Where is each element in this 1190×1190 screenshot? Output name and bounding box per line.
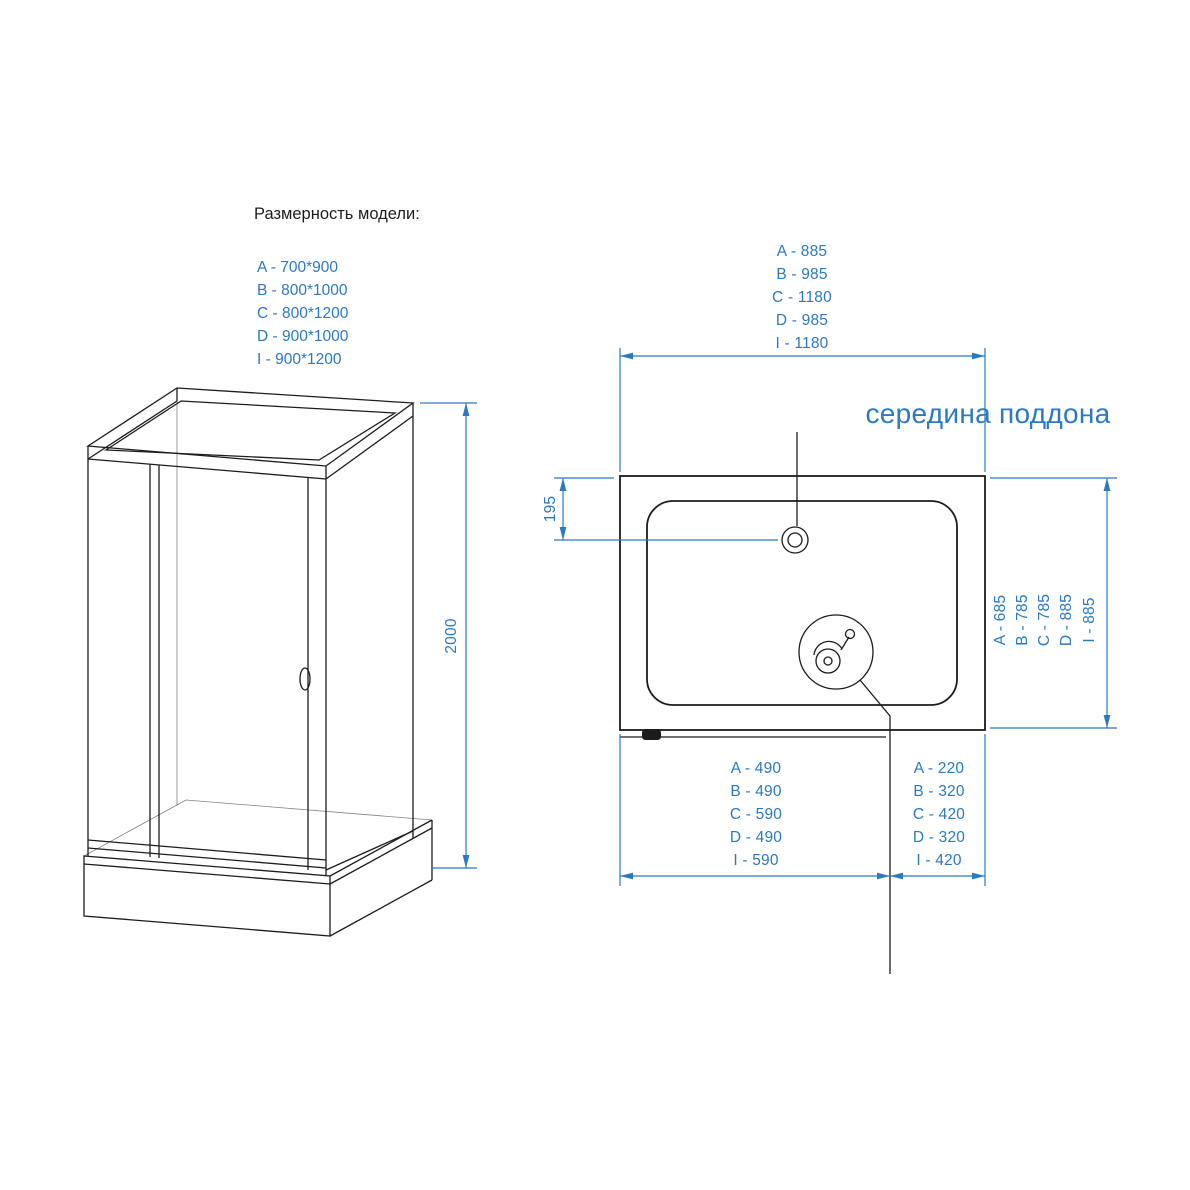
arrow-down-icon [559,527,567,540]
caster-fork-icon [813,640,843,656]
legend-item: I - 900*1200 [257,351,342,368]
drain-leader-line [859,679,891,974]
cabin-3d-view [83,387,433,937]
arrow-right-icon [972,352,985,360]
base-lip-line [83,827,433,885]
cabin-top-frame-inner [103,400,398,461]
tray-outer-rect [619,475,986,731]
caster-hub-icon [823,656,833,666]
shower-tray-base [83,799,433,937]
arrow-up-icon [559,478,567,491]
drain-caster-icon [798,614,874,690]
arrow-left-icon [620,872,633,880]
arrow-right-icon [877,872,890,880]
arrow-up-icon [1103,478,1111,491]
arrow-down-icon [462,855,470,868]
center-circle-inner [787,532,803,548]
top-width-dimension [619,348,986,472]
drain-offset-dimension [554,477,778,541]
legend-item: D - 900*1000 [257,328,349,345]
door-handle [299,667,311,691]
arrow-left-icon [620,352,633,360]
drain-circle [798,614,874,690]
depth-dimension [990,477,1117,729]
base-back-edges [83,799,433,857]
base-right-face [329,819,433,937]
depth-dimension-lines [990,477,1117,729]
tray-top-view [619,432,986,974]
drain-offset-dimension-lines [554,477,778,541]
cabin-vertical-edges [87,416,414,876]
cabin-bottom-track [87,830,414,871]
bottom-dimension-lines [619,734,986,886]
caster-stem-icon [840,636,850,651]
top-width-dimension-lines [619,348,986,472]
tray-center-callout-text: середина поддона [865,398,1111,429]
arrow-right-icon [972,872,985,880]
legend-item: B - 800*1000 [257,282,348,299]
cabin-top-frame-band-edges [87,400,414,480]
legend-title: Размерность модели: [254,205,420,223]
arrow-up-icon [462,403,470,416]
arrow-down-icon [1103,715,1111,728]
model-size-legend: A - 700*900 B - 800*1000 C - 800*1200 D … [257,256,348,371]
cabin-top-frame-band [87,388,414,479]
cabin-door-edges [149,464,309,870]
tray-center-mark [781,526,809,554]
caster-mount-icon [844,628,856,640]
arrow-left-icon [890,872,903,880]
tray-inner-rect [646,500,958,706]
height-dimension-text: 2000 [443,618,460,654]
center-circle-outer [781,526,809,554]
height-dimension-lines [420,402,477,869]
base-front-face [83,855,331,937]
legend-item: A - 700*900 [257,259,339,276]
height-dimension [420,402,477,869]
legend-item: C - 800*1200 [257,305,349,322]
bottom-dimensions [619,734,986,886]
door-handle-top-view [642,729,661,740]
caster-wheel-icon [815,648,841,674]
